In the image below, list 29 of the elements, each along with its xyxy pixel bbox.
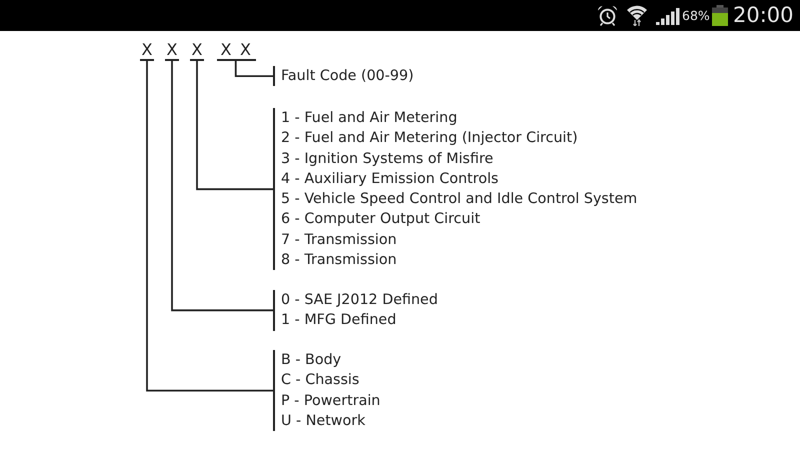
code-description: 6 - Computer Output Circuit [281,210,482,230]
code-description: P - Powertrain [281,392,380,411]
code-description: 3 - Ignition Systems of Misfire [281,150,494,169]
code-description: 1 - MFG Defined [281,311,398,330]
code-description: 0 - SAE J2012 Defined [281,291,438,310]
connector-line [146,61,273,392]
bracket-list [273,290,438,331]
bracket-list [273,108,638,270]
code-character: X [190,40,204,61]
code-description: 8 - Transmission [281,251,398,270]
clock-time: 20:00 [733,3,794,27]
code-description: 5 - Vehicle Speed Control and Idle Control System [281,190,638,210]
bracket-list [273,350,380,432]
code-description: C - Chassis [281,371,360,390]
code-description: 1 - Fuel and Air Metering [281,109,458,128]
code-description: B - Body [281,351,342,370]
code-character: X [140,40,154,61]
code-description: 2 - Fuel and Air Metering (Injector Circuit) [281,129,579,148]
code-description: 7 - Transmission [281,230,398,250]
code-character: X [235,40,256,61]
code-character: X [165,40,179,61]
code-character: X [217,40,235,61]
code-description: U - Network [281,412,366,431]
code-description: Fault Code (00-99) [281,67,414,86]
battery-percentage: 68% [682,8,710,23]
connector-line [234,61,273,78]
connector-line [171,61,273,312]
code-description: 4 - Auxiliary Emission Controls [281,170,500,189]
connector-line [196,61,273,190]
